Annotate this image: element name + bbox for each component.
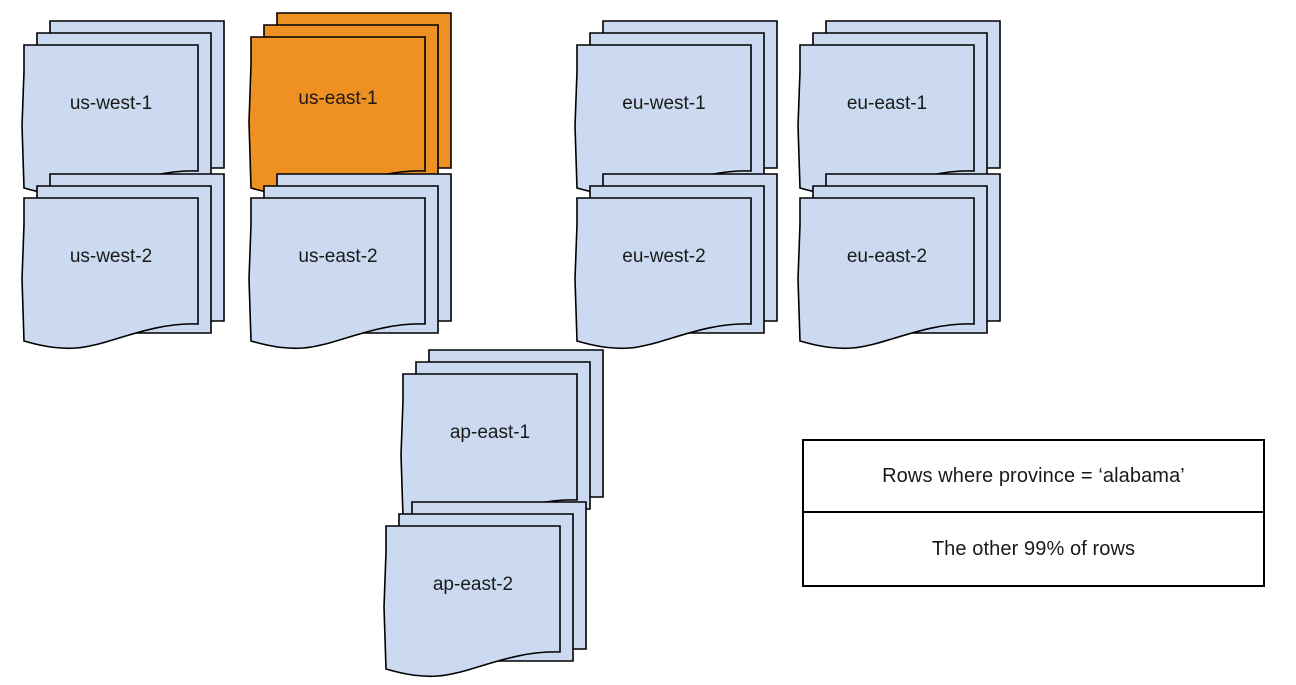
document-sheet-front xyxy=(248,197,426,350)
legend: Rows where province = ‘alabama’ The othe… xyxy=(802,439,1265,587)
region-stack-eu-west-2[interactable]: eu-west-2 xyxy=(574,172,780,357)
region-stack-eu-east-2[interactable]: eu-east-2 xyxy=(797,172,1003,357)
region-stack-ap-east-1[interactable]: ap-east-1 xyxy=(400,348,606,533)
document-sheet-front xyxy=(574,197,752,350)
legend-label-orange: The other 99% of rows xyxy=(931,537,1136,560)
document-sheet-front xyxy=(797,197,975,350)
document-sheet-front xyxy=(383,525,561,678)
region-stack-ap-east-2[interactable]: ap-east-2 xyxy=(383,500,589,685)
region-stack-us-west-2[interactable]: us-west-2 xyxy=(21,172,227,357)
legend-label-blue: Rows where province = ‘alabama’ xyxy=(882,464,1185,487)
legend-item-orange: The other 99% of rows xyxy=(804,513,1263,585)
region-stack-us-east-2[interactable]: us-east-2 xyxy=(248,172,454,357)
region-stack-us-east-1[interactable]: us-east-1 xyxy=(248,11,454,204)
document-sheet-front xyxy=(21,197,199,350)
region-stack-us-west-1[interactable]: us-west-1 xyxy=(21,19,227,204)
legend-item-blue: Rows where province = ‘alabama’ xyxy=(804,441,1263,513)
